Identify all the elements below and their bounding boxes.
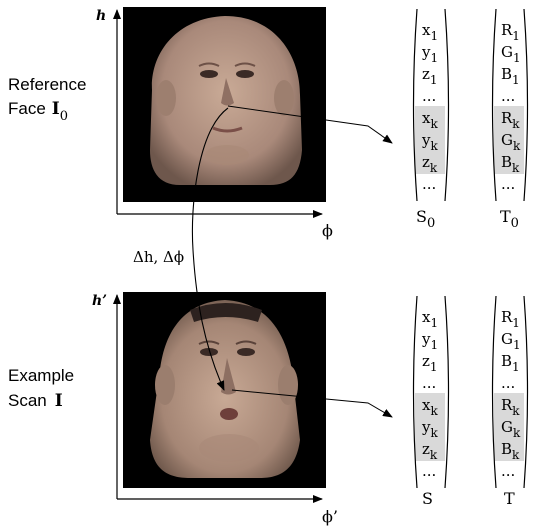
example-texture-vector-entry: ... [501,374,515,392]
example-shape-vector-entry: z1 [422,352,438,374]
reference-shape-vector-entry: x1 [422,21,438,43]
example-label-line2-group: Scan I [8,391,63,411]
example-texture-vector-bracket-left [491,295,497,489]
reference-texture-vector-entry: R1 [501,21,520,43]
vector-columns: x1y1z1...xkykzk...R1G1B1...RkGkBk...x1y1… [412,8,529,489]
example-texture-vector-entry: B1 [501,352,520,374]
reference-shape-vector-entry: ... [422,87,436,105]
reference-shape-vector-highlight [415,106,445,174]
reference-face-image [123,7,326,202]
reference-shape-vector-entry: ... [422,175,436,193]
example-texture-vector-entry: G1 [501,330,521,352]
reference-texture-vector-highlight [494,106,524,174]
reference-texture-vector-entry: Gk [501,131,521,153]
example-texture-vector-entry: R1 [501,308,520,330]
reference-texture-vector-entry: Bk [501,153,520,175]
example-axes [113,294,323,503]
reference-axes [113,9,323,218]
reference-shape-vector-bracket-right [444,8,450,202]
example-shape-vector-entry: yk [421,418,438,440]
reference-axis-phi-label: ϕ [322,221,333,240]
reference-shape-vector-entry: xk [422,109,438,131]
example-shape-vector-entry: y1 [421,330,438,352]
deformation-curve [191,107,229,391]
reference-texture-vector-entry: G1 [501,43,521,65]
reference-shape-caption: S0 [416,207,435,231]
example-shape-vector-bracket-left [412,295,418,489]
example-shape-vector-highlight [415,393,445,461]
example-shape-vector-entry: x1 [422,308,438,330]
reference-shape-label: S [416,207,427,226]
reference-arrow-to-vectors [227,105,393,144]
example-label-line2: Scan [8,391,47,410]
reference-texture-vector-entry: B1 [501,65,520,87]
correspondence-arrows [227,105,393,418]
reference-label-line2-group: Face I0 [8,99,68,124]
example-texture-vector-entry: ... [501,462,515,480]
example-shape-vector-entry: zk [422,440,438,462]
example-texture-vector-entry: Rk [501,396,520,418]
reference-texture-vector-entry: ... [501,175,515,193]
reference-shape-sub: 0 [427,216,435,231]
reference-texture-label: T [500,207,511,226]
reference-texture-vector-bracket-right [523,8,529,202]
example-panel: h’ ϕ’ Example Scan I [8,292,338,526]
deformation-label: Δh, Δϕ [133,248,184,266]
example-shape-caption: S [422,489,433,508]
reference-shape-vector-entry: y1 [421,43,438,65]
example-face-image [123,292,326,488]
reference-label-symbol: I [52,99,60,119]
reference-label-line2: Face [8,99,46,118]
reference-panel: h ϕ Reference Face I0 [8,7,333,240]
example-shape-vector-entry: xk [422,396,438,418]
reference-texture-vector-bracket-left [491,8,497,202]
reference-label-line1: Reference [8,75,86,94]
reference-shape-vector-bracket-left [412,8,418,202]
reference-label-subscript: 0 [60,109,68,124]
example-texture-vector-highlight [494,393,524,461]
reference-axis-h-label: h [96,8,106,24]
example-axis-phi-label: ϕ’ [322,507,338,526]
reference-texture-sub: 0 [511,216,519,231]
example-texture-vector-entry: Bk [501,440,520,462]
reference-shape-vector-entry: yk [421,131,438,153]
example-label-symbol: I [55,391,63,411]
example-texture-vector-entry: Gk [501,418,521,440]
example-shape-vector-bracket-right [444,295,450,489]
reference-texture-vector-entry: Rk [501,109,520,131]
example-texture-caption: T [504,489,515,508]
example-arrow-to-vectors [231,389,393,418]
example-axis-h-label: h’ [92,293,107,309]
example-shape-vector-entry: ... [422,374,436,392]
reference-texture-caption: T0 [500,207,519,231]
reference-texture-vector-entry: ... [501,87,515,105]
reference-shape-vector-entry: z1 [422,65,438,87]
reference-shape-vector-entry: zk [422,153,438,175]
example-texture-vector-bracket-right [523,295,529,489]
example-shape-vector-entry: ... [422,462,436,480]
example-label-line1: Example [8,366,74,385]
